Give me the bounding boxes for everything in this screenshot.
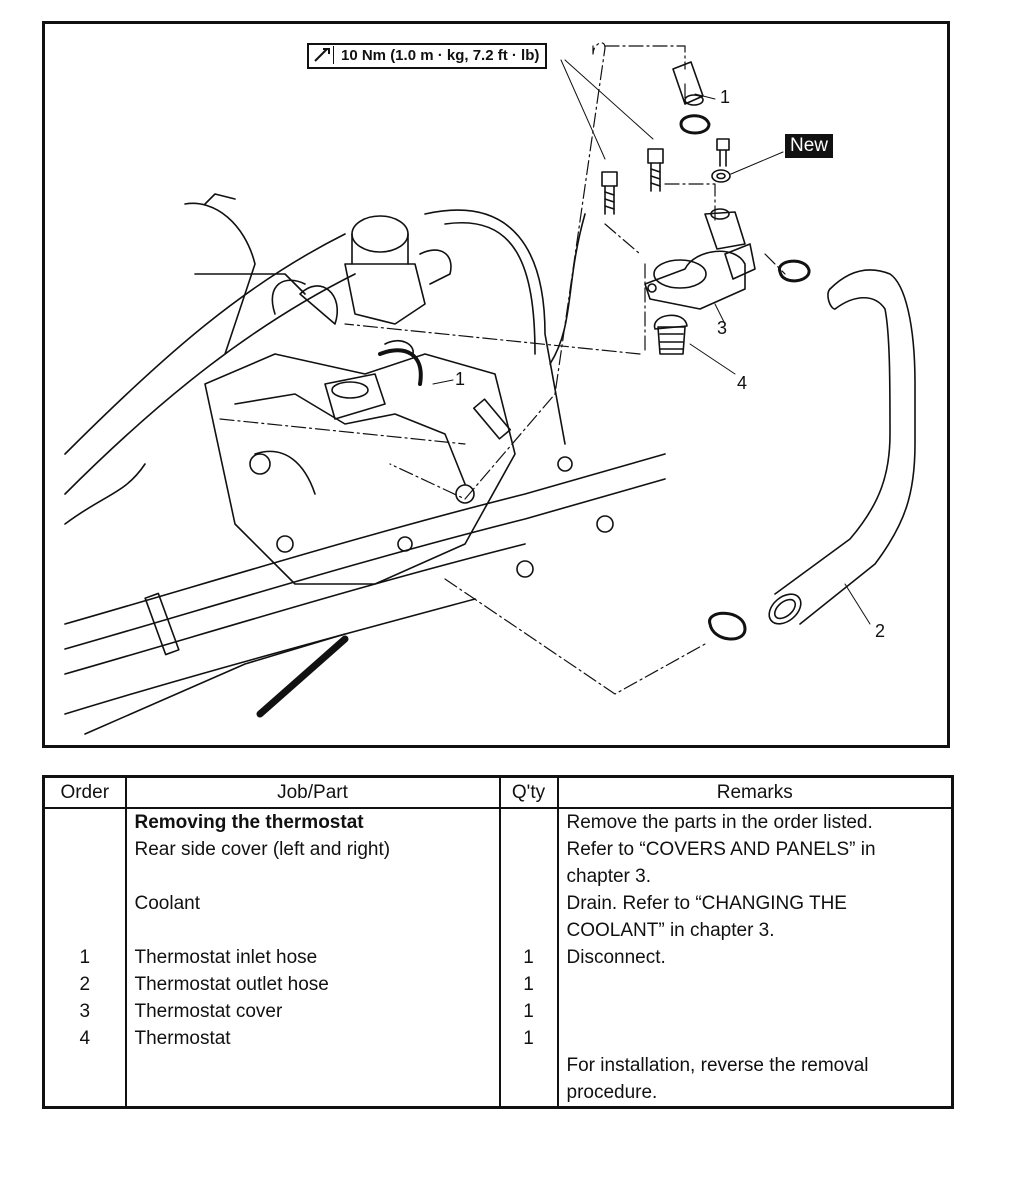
cell-qty: 1 [498,998,559,1025]
engine-line-drawing [64,42,916,735]
callout-4: 4 [737,373,748,393]
table-row: Removing the thermostat Remove the parts … [42,808,954,836]
header-order: Order [42,775,127,809]
cell-order [42,808,127,836]
cell-qty [498,1052,559,1109]
table-header-row: Order Job/Part Q'ty Remarks [42,775,954,809]
cell-job-part: Removing the thermostat [124,808,501,836]
torque-spec-text: 10 Nm (1.0 m · kg, 7.2 ft · lb) [341,47,540,64]
callout-1-engine: 1 [455,369,466,389]
cell-job-part: Rear side cover (left and right) [124,836,501,890]
cell-remarks: For installation, reverse the removal pr… [556,1052,954,1109]
cell-job-part: Thermostat inlet hose [124,944,501,971]
cell-remarks: Remove the parts in the order listed. [556,808,954,836]
cell-job-part [124,1052,501,1109]
cell-remarks: Drain. Refer to “CHANGING THE COOLANT” i… [556,890,954,944]
cell-order: 1 [42,944,127,971]
cell-remarks [556,998,954,1025]
tightening-torque-label: 10 Nm (1.0 m · kg, 7.2 ft · lb) [307,43,548,69]
parts-table: Order Job/Part Q'ty Remarks Removing the… [42,775,954,1109]
cell-order [42,1052,127,1109]
cell-qty: 1 [498,1025,559,1052]
callout-2: 2 [875,621,886,641]
inlet-hose-part [672,61,704,106]
cell-job-part: Thermostat [124,1025,501,1052]
torque-wrench-icon [311,46,334,64]
cell-qty [498,890,559,944]
cell-qty: 1 [498,971,559,998]
new-part-badge: New [785,134,834,158]
header-job-part: Job/Part [124,775,501,809]
callout-3: 3 [717,318,728,338]
cell-remarks: Refer to “COVERS AND PANELS” in chapter … [556,836,954,890]
thermostat-part [653,314,688,355]
cell-qty [498,808,559,836]
cell-order: 2 [42,971,127,998]
frame-line [64,233,346,455]
cell-job-part: Thermostat cover [124,998,501,1025]
cell-job-part: Coolant [124,890,501,944]
table-row: Coolant Drain. Refer to “CHANGING THE COO… [42,890,954,944]
cell-remarks [556,971,954,998]
cell-qty [498,836,559,890]
header-qty: Q'ty [498,775,559,809]
callout-1-top: 1 [720,87,731,107]
cell-order: 3 [42,998,127,1025]
table-row: Rear side cover (left and right) Refer to… [42,836,954,890]
cell-order [42,836,127,890]
table-row: For installation, reverse the removal pr… [42,1052,954,1109]
cell-order [42,890,127,944]
frame-line [64,273,356,495]
cell-remarks [556,1025,954,1052]
exploded-view-figure: 10 Nm (1.0 m · kg, 7.2 ft · lb) New 1 1 … [42,21,950,748]
cell-remarks: Disconnect. [556,944,954,971]
cell-order: 4 [42,1025,127,1052]
cell-qty: 1 [498,944,559,971]
outlet-hose-part [768,269,916,625]
cell-job-part: Thermostat outlet hose [124,971,501,998]
thermostat-cover-part [644,208,756,310]
bolts [601,138,730,215]
header-remarks: Remarks [556,775,954,809]
